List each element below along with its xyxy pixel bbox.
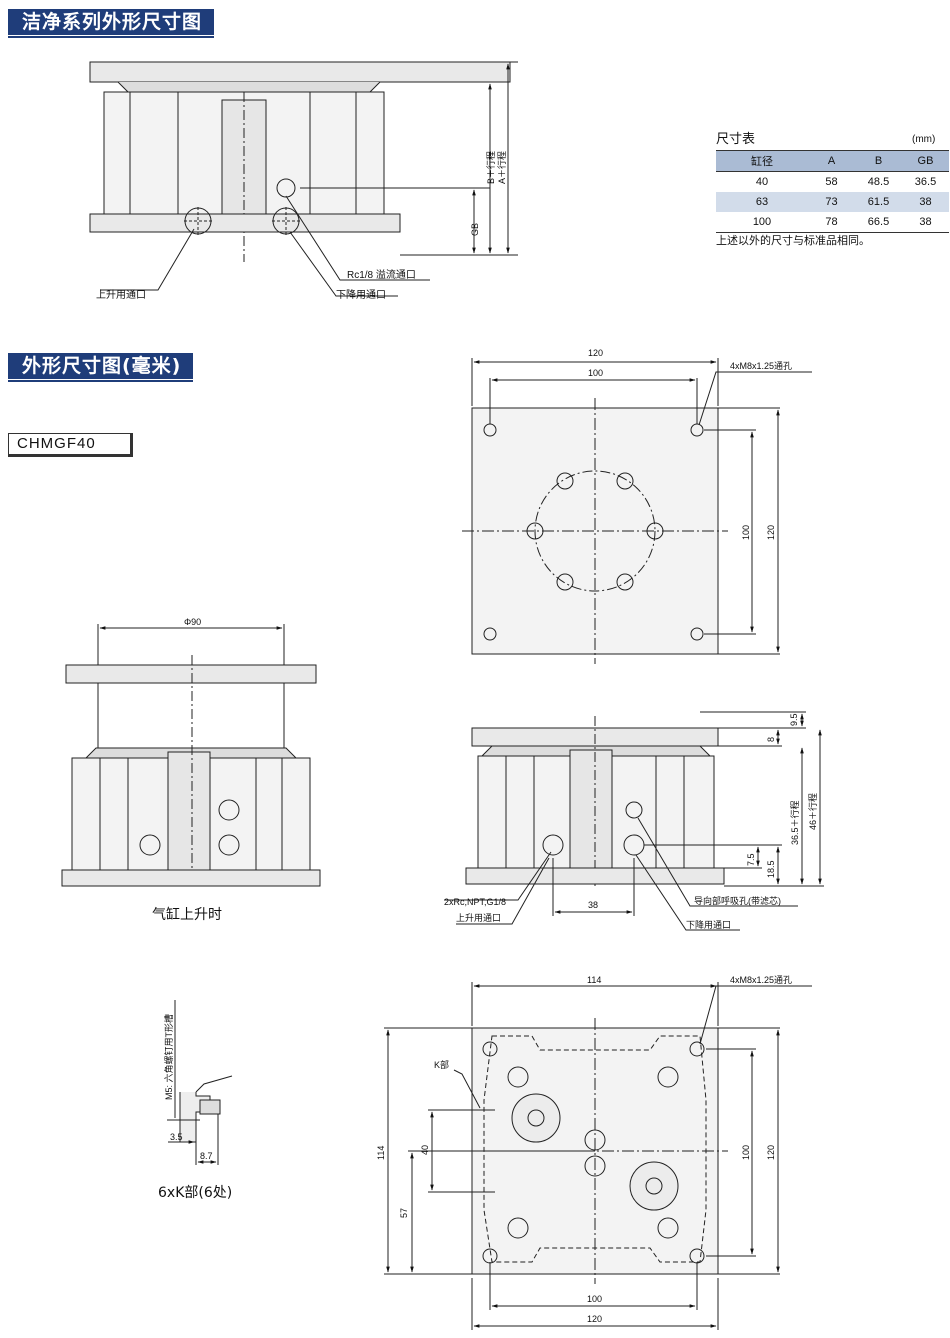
dim-7-5: 7.5 [746,853,756,866]
k-detail-caption: 6xK部(6处) [158,1185,233,1201]
label-up-port: 上升用通口 [96,289,146,301]
dim-46-stroke: 46＋行程 [807,793,818,830]
dim-9-5: 9.5 [789,713,799,726]
section-title-dimensions: 外形尺寸图(毫米) [8,353,194,382]
dim-8-7: 8.7 [200,1151,213,1161]
raised-view-caption: 气缸上升时 [152,907,222,923]
dim-table-cell: 78 [808,212,855,233]
bottom-view-drawing [384,982,812,1330]
dim-bottom-h100: 100 [587,1294,602,1304]
dim-table-header: B [855,150,902,172]
label-side-up-port: 上升用通口 [456,913,501,923]
dim-bottom-v120: 120 [766,1145,776,1160]
label-port-spec: 2xRc,NPT,G1/8 [444,897,506,907]
dim-bottom-h120: 120 [587,1314,602,1324]
dim-table-cell: 100 [716,212,808,233]
dim-table-unit: (mm) [912,134,936,145]
dim-bottom-v100: 100 [741,1145,751,1160]
model-label: CHMGF40 [8,433,133,457]
dim-table-cell: 38 [902,212,949,233]
dim-table-cell: 58 [825,176,838,188]
dim-36-5-stroke: 36.5＋行程 [789,800,800,845]
k-part-label: K部 [434,1059,449,1070]
label-down-port: 下降用通口 [336,288,386,301]
top-view-drawing [462,358,812,664]
dim-top-100: 100 [588,368,603,378]
dim-a-stroke: A＋行程 [496,151,507,184]
dim-bottom-114: 114 [587,975,601,985]
dim-top-v120: 120 [766,525,776,540]
dim-bottom-v114: 114 [376,1146,386,1160]
dim-table-cell: 73 [808,192,855,212]
dim-table-title: 尺寸表 [716,132,756,147]
dim-18-5: 18.5 [766,860,776,878]
raised-view-drawing [61,624,321,888]
dim-table-header: 缸径 [716,150,808,172]
dim-table-cell: 48.5 [867,176,890,188]
dim-table-cell: 66.5 [855,212,902,233]
dim-table-cell: 61.5 [855,192,902,212]
side-view-drawing [444,711,824,931]
section-title-clean-series: 洁净系列外形尺寸图 [8,9,215,38]
dim-8: 8 [766,737,776,742]
k-detail-drawing [167,1000,233,1165]
dim-table-cell: 63 [716,192,808,212]
label-breath-hole: 导向部呼吸孔(带滤芯) [694,895,781,906]
dim-table-cell: 38 [902,192,949,212]
label-side-down-port: 下降用通口 [686,919,731,930]
label-rc-port: Rc1/8 溢流通口 [347,268,416,281]
top-hole-note: 4xM8x1.25通孔 [730,361,792,371]
dim-3-5: 3.5 [170,1132,183,1142]
clean-series-drawing [89,61,518,297]
dim-phi90: Φ90 [184,617,201,627]
dim-b-stroke: B＋行程 [485,151,496,184]
dim-table-cell: 36.5 [914,176,937,188]
dim-table-header: GB [902,150,949,172]
dim-top-v100: 100 [741,525,751,540]
dim-bottom-57: 57 [399,1208,409,1218]
k-screw-label: M5: 六角螺钉用T形槽 [163,1014,174,1100]
dim-top-120: 120 [588,348,603,358]
bottom-hole-note: 4xM8x1.25通孔 [730,975,792,985]
dim-bottom-40: 40 [420,1145,430,1155]
dim-table-cell: 40 [755,176,769,188]
dim-gb: GB [470,223,480,236]
dim-table-note: 上述以外的尺寸与标准品相同。 [716,234,870,247]
dim-table-header: A [808,150,855,172]
dim-38: 38 [588,900,598,910]
dim-table: 缸径 A B GB 40 58 48.5 36.5 63 73 61.5 38 … [716,150,949,233]
